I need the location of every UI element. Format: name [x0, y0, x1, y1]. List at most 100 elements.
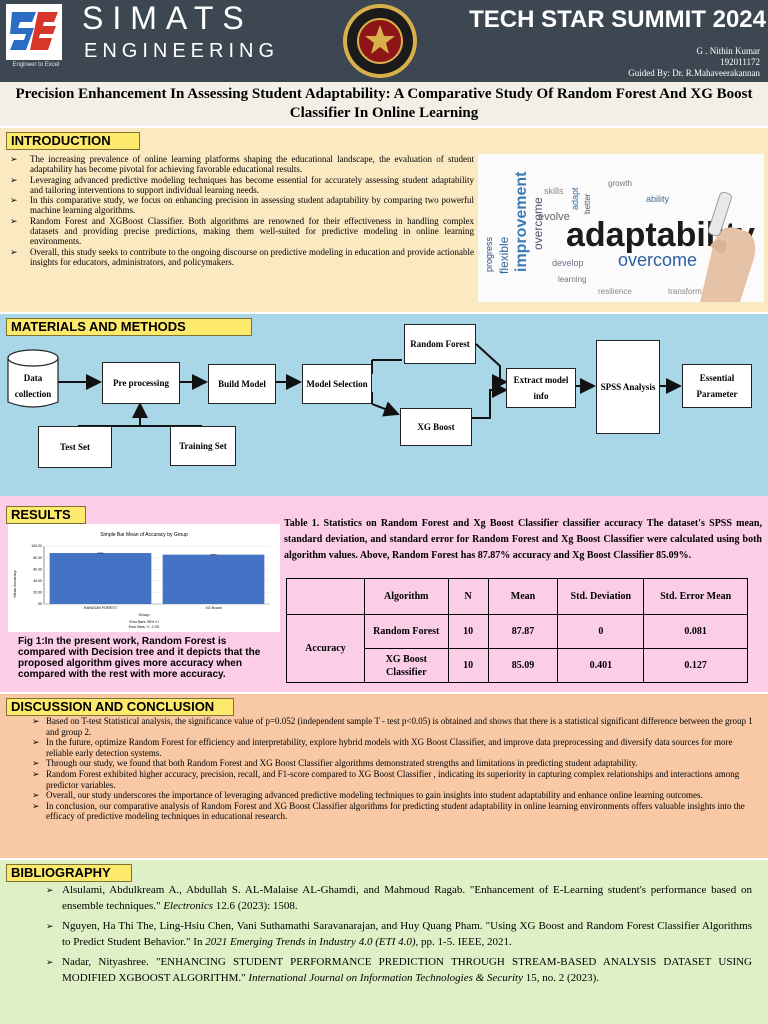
- bibliography-heading: BIBLIOGRAPHY: [6, 864, 132, 882]
- table-header-cell: Algorithm: [363, 578, 449, 615]
- table-cell: 0: [557, 614, 645, 649]
- arrow-bullet-icon: ➢: [10, 215, 18, 226]
- cloud-word: better: [583, 193, 592, 214]
- table-header-cell: [286, 578, 365, 615]
- bullet-text: In the future, optimize Random Forest fo…: [46, 737, 733, 758]
- arrow-bullet-icon: ➢: [46, 921, 54, 931]
- arrow-bullet-icon: ➢: [32, 768, 40, 779]
- hand-with-marker-icon: [700, 191, 756, 302]
- reference-text: Nadar, Nityashree. "ENHANCING STUDENT PE…: [62, 956, 752, 984]
- accuracy-bar-chart: Simple Bar Mean of Accuracy by Group Mea…: [8, 524, 280, 632]
- arrow-bullet-icon: ➢: [46, 957, 54, 967]
- essential-parameter-node: Essential Parameter: [682, 364, 752, 408]
- reference-details: 15, no. 2 (2023).: [522, 972, 600, 984]
- y-axis-label: Mean Accuracy: [12, 570, 17, 597]
- cloud-word: adapt: [570, 187, 580, 210]
- model-selection-node: Model Selection: [302, 364, 372, 404]
- bullet-text: Through our study, we found that both Ra…: [46, 758, 638, 769]
- table-cell: 85.09: [487, 648, 559, 683]
- cloud-word: skills: [544, 186, 564, 196]
- introduction-section: INTRODUCTION ➢The increasing prevalence …: [0, 128, 768, 312]
- y-tick-label: 80.00: [33, 556, 42, 560]
- arrow-bullet-icon: ➢: [10, 174, 18, 185]
- xg-boost-node: XG Boost: [400, 408, 472, 446]
- list-item: ➢Based on T-test Statistical analysis, t…: [32, 716, 760, 737]
- arrow-bullet-icon: ➢: [10, 195, 18, 206]
- extract-model-info-node: Extract model info: [506, 368, 576, 408]
- brand-subtitle: ENGINEERING: [84, 40, 280, 62]
- statistics-table: Algorithm N Mean Std. Deviation Std. Err…: [286, 578, 748, 683]
- arrow-bullet-icon: ➢: [32, 758, 40, 769]
- list-item: ➢ Nadar, Nityashree. "ENHANCING STUDENT P…: [46, 954, 752, 986]
- table-row-label: Accuracy: [286, 614, 365, 683]
- bullet-text: Overall, our study underscores the impor…: [46, 790, 703, 801]
- arrow-bullet-icon: ➢: [10, 246, 18, 257]
- bullet-text: In conclusion, our comparative analysis …: [46, 800, 745, 822]
- reference-text: Nguyen, Ha Thi The, Ling-Hsiu Chen, Vani…: [62, 920, 752, 948]
- table-header-cell: N: [447, 578, 489, 615]
- cloud-word: ability: [646, 194, 670, 204]
- logo-tagline: Engineer to Excel: [12, 62, 60, 68]
- table-header-cell: Std. Error Mean: [643, 578, 748, 615]
- table-caption: Table 1. Statistics on Random Forest and…: [284, 518, 762, 561]
- x-tick-label: XG Boost: [205, 606, 222, 610]
- summit-seal-icon: [343, 4, 417, 78]
- bullet-text: Random Forest and XGBoost Classifier. Bo…: [30, 215, 474, 247]
- table-cell: 10: [447, 648, 489, 683]
- bar: [49, 553, 152, 604]
- discussion-list: ➢Based on T-test Statistical analysis, t…: [32, 716, 760, 822]
- preprocessing-node: Pre processing: [102, 362, 180, 404]
- cloud-word: learning: [558, 275, 586, 284]
- table-header-row: Algorithm N Mean Std. Deviation Std. Err…: [286, 578, 748, 615]
- cloud-word: transform: [668, 287, 702, 296]
- simats-logo-icon: [6, 4, 62, 60]
- list-item: ➢ Random Forest and XGBoost Classifier. B…: [10, 216, 474, 247]
- table-cell: XG Boost Classifier: [363, 648, 449, 683]
- y-tick-label: 100.00: [31, 544, 42, 548]
- training-set-node: Training Set: [170, 426, 236, 466]
- table-row: Accuracy Random Forest 10 87.87 0 0.081: [286, 614, 748, 683]
- list-item: ➢ Through our study, we found that both R…: [32, 758, 760, 769]
- arrow-bullet-icon: ➢: [10, 154, 18, 164]
- reference-venue: 2021 Emerging Trends in Industry 4.0 (ET…: [205, 936, 416, 948]
- list-item: ➢Alsulami, Abdulkream A., Abdullah S. AL…: [46, 882, 752, 914]
- list-item: ➢Overall, this study seeks to contribute…: [10, 247, 474, 268]
- x-tick-label: RANDOM FOREST: [84, 606, 118, 610]
- table-cell: 87.87: [487, 614, 559, 649]
- arrow-bullet-icon: ➢: [32, 716, 40, 726]
- x-axis-label: Group: [138, 612, 150, 617]
- registration-number: 192011172: [720, 57, 760, 67]
- data-collection-node: Data collection: [14, 373, 52, 399]
- bullet-text: In this comparative study, we focus on e…: [30, 195, 474, 216]
- list-item: ➢ In the future, optimize Random Forest f…: [32, 737, 760, 758]
- chart-title: Simple Bar Mean of Accuracy by Group: [100, 532, 188, 538]
- random-forest-node: Random Forest: [404, 324, 476, 364]
- introduction-list: ➢The increasing prevalence of online lea…: [10, 154, 474, 267]
- methods-heading: MATERIALS AND METHODS: [6, 318, 252, 336]
- brand-name: SIMATS: [82, 0, 253, 36]
- list-item: ➢ In conclusion, our comparative analysis…: [32, 801, 760, 822]
- data-collection-cylinder-icon: [7, 349, 59, 408]
- table-cell: 0.081: [643, 614, 748, 649]
- build-model-node: Build Model: [208, 364, 276, 404]
- spss-analysis-node: SPSS Analysis: [596, 340, 660, 434]
- table-cell: 0.127: [643, 648, 748, 683]
- arrow-bullet-icon: ➢: [32, 737, 40, 748]
- discussion-heading: DISCUSSION AND CONCLUSION: [6, 698, 234, 716]
- methods-flowchart: [7, 343, 682, 427]
- y-tick-label: 60.00: [33, 567, 42, 571]
- reference-venue: Electronics: [163, 900, 214, 912]
- list-item: ➢ In this comparative study, we focus on …: [10, 195, 474, 216]
- y-tick-label: 40.00: [33, 579, 42, 583]
- bullet-text: Random Forest exhibited higher accuracy,…: [46, 768, 740, 790]
- arrow-bullet-icon: ➢: [32, 790, 40, 801]
- reference-text: Alsulami, Abdulkream A., Abdullah S. AL-…: [62, 884, 752, 912]
- arrow-bullet-icon: ➢: [32, 800, 40, 811]
- test-set-node: Test Set: [38, 426, 112, 468]
- cloud-word: improvement: [513, 171, 530, 272]
- y-tick-label: 20.00: [33, 591, 42, 595]
- methods-section: MATERIALS AND METHODS Data collection Pr…: [0, 314, 768, 496]
- list-item: ➢The increasing prevalence of online lea…: [10, 154, 474, 175]
- figure-caption: Fig 1:In the present work, Random Forest…: [18, 636, 261, 680]
- cloud-word: overcome: [618, 250, 697, 270]
